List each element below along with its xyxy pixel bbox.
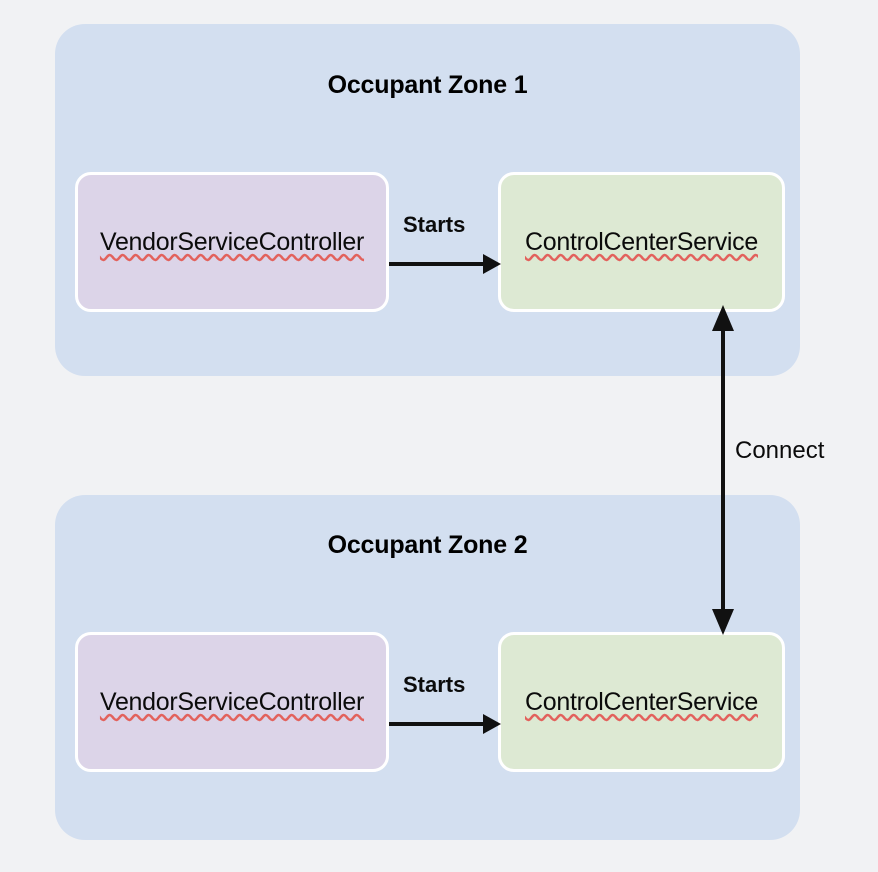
zone-2-vendor-service-controller-node[interactable]: VendorServiceController bbox=[75, 632, 389, 772]
zone-2-control-center-service-label: ControlCenterService bbox=[525, 687, 758, 716]
zone-2-starts-edge-label: Starts bbox=[403, 672, 466, 697]
occupant-zone-2: Occupant Zone 2 VendorServiceController … bbox=[55, 495, 800, 840]
zone-1-starts-arrow bbox=[389, 254, 501, 274]
zone-2-title: Occupant Zone 2 bbox=[327, 531, 528, 559]
zone-1-control-center-service-label: ControlCenterService bbox=[525, 227, 758, 256]
zone-1-vendor-service-controller-node[interactable]: VendorServiceController bbox=[75, 172, 389, 312]
zone-1-control-center-service-node[interactable]: ControlCenterService bbox=[498, 172, 785, 312]
zone-1-starts-edge-label: Starts bbox=[403, 212, 466, 237]
connect-edge-label: Connect bbox=[735, 437, 825, 464]
zone-1-vendor-service-controller-label: VendorServiceController bbox=[99, 227, 365, 256]
zone-2-control-center-service-node[interactable]: ControlCenterService bbox=[498, 632, 785, 772]
occupant-zone-1: Occupant Zone 1 VendorServiceController … bbox=[55, 24, 800, 376]
zone-1-title: Occupant Zone 1 bbox=[327, 71, 528, 99]
zone-2-vendor-service-controller-label: VendorServiceController bbox=[99, 687, 365, 716]
zone-2-starts-arrow bbox=[389, 714, 501, 734]
connect-bidirectional-arrow bbox=[712, 305, 734, 635]
